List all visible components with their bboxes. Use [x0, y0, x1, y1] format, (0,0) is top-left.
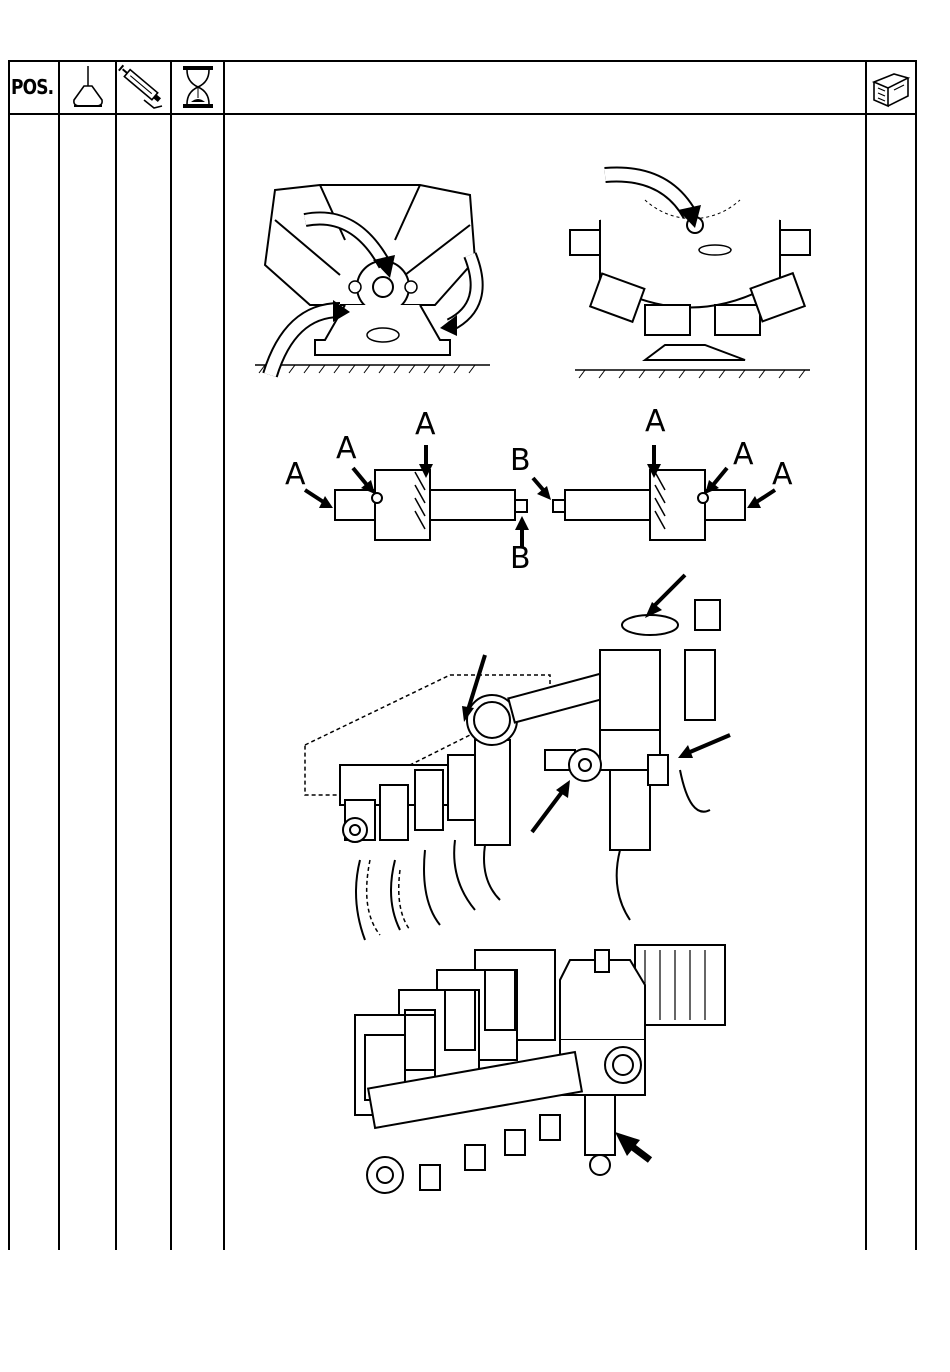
col-border-grease [170, 60, 172, 1250]
col-border-hourglass [223, 60, 225, 1250]
col-border-content [865, 60, 867, 1250]
manifold-illustration [300, 570, 750, 945]
col-border-right [915, 60, 917, 1250]
oil-can-icon [68, 64, 108, 110]
pto-label-a: A [645, 407, 666, 437]
pto-label-a: A [415, 410, 436, 440]
pto-label-b: B [510, 446, 531, 476]
pto-label-a: A [336, 434, 357, 464]
electric-valves-illustration [345, 920, 745, 1235]
pos-header: POS. [11, 75, 50, 99]
pto-shaft-illustration [285, 400, 795, 580]
grease-gun-icon [118, 64, 168, 110]
col-border-left [8, 60, 10, 1250]
pto-label-a: A [772, 460, 793, 490]
header-bottom-border [8, 113, 917, 115]
pto-label-a: A [733, 440, 754, 470]
col-border-pos [58, 60, 60, 1250]
pump-rear-illustration [565, 160, 815, 385]
manual-book-icon [868, 68, 914, 108]
table-top-border [8, 60, 917, 62]
hourglass-icon [178, 64, 218, 110]
col-border-oil [115, 60, 117, 1250]
pto-label-a: A [285, 460, 306, 490]
pump-front-illustration [245, 180, 495, 380]
